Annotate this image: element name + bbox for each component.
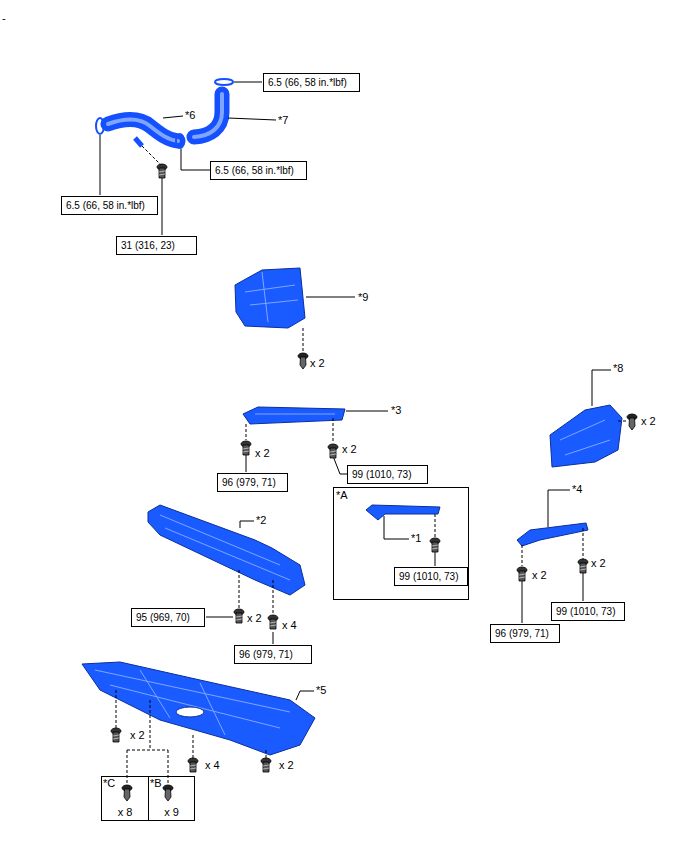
torque-value: 6.5 (66, 58 in.*lbf) (215, 165, 294, 176)
quantity-cell: *C x 8 (101, 776, 149, 821)
torque-box: 95 (969, 70) (131, 608, 205, 627)
quantity-label: x 2 (255, 447, 270, 460)
torque-value: 96 (979, 71) (239, 649, 293, 660)
quantity-label: x 2 (532, 569, 547, 582)
quantity-label: x 2 (130, 729, 145, 742)
quantity-text: x 9 (149, 806, 194, 819)
torque-box: 6.5 (66, 58 in.*lbf) (263, 73, 360, 92)
quantity-label: x 2 (310, 357, 325, 370)
torque-box: 96 (979, 71) (490, 624, 560, 643)
quantity-label: x 2 (641, 415, 656, 428)
view-letter: *B (150, 777, 162, 790)
torque-box: 96 (979, 71) (234, 645, 312, 664)
torque-value: 99 (1010, 73) (399, 571, 459, 582)
torque-value: 6.5 (66, 58 in.*lbf) (66, 200, 145, 211)
callout-number: *9 (358, 291, 368, 304)
view-frame: *A 99 (1010, 73) (333, 487, 469, 600)
callout-number: *8 (613, 362, 623, 375)
view-letter: *A (336, 489, 348, 501)
torque-box: 99 (1010, 73) (551, 602, 625, 621)
callout-number: *5 (316, 684, 326, 697)
quantity-label: x 2 (247, 612, 262, 625)
torque-value: 96 (979, 71) (222, 477, 276, 488)
quantity-text: x 8 (102, 806, 148, 819)
quantity-label: - (2, 12, 6, 25)
torque-box: 99 (1010, 73) (394, 567, 468, 586)
callout-number: *1 (411, 532, 421, 545)
view-letter: *C (103, 777, 115, 790)
torque-value: 99 (1010, 73) (352, 469, 412, 480)
callout-number: *3 (391, 404, 401, 417)
torque-value: 99 (1010, 73) (556, 606, 616, 617)
torque-box: 6.5 (66, 58 in.*lbf) (61, 196, 158, 215)
quantity-label: x 4 (205, 759, 220, 772)
torque-value: 96 (979, 71) (495, 628, 549, 639)
torque-value: 6.5 (66, 58 in.*lbf) (268, 77, 347, 88)
torque-box: 31 (316, 23) (116, 236, 197, 255)
torque-box: 6.5 (66, 58 in.*lbf) (210, 161, 307, 180)
quantity-label: x 2 (279, 759, 294, 772)
callout-number: *7 (278, 114, 288, 127)
quantity-label: x 2 (591, 557, 606, 570)
quantity-label: x 2 (342, 443, 357, 456)
torque-value: 31 (316, 23) (121, 240, 175, 251)
callout-number: *6 (185, 109, 195, 122)
torque-box: 96 (979, 71) (217, 473, 288, 492)
quantity-cell: *B x 9 (148, 776, 195, 821)
quantity-label: x 4 (282, 619, 297, 632)
torque-value: 95 (969, 70) (136, 612, 190, 623)
callout-number: *2 (256, 514, 266, 527)
callout-number: *4 (572, 483, 582, 496)
torque-box: 99 (1010, 73) (347, 465, 428, 484)
